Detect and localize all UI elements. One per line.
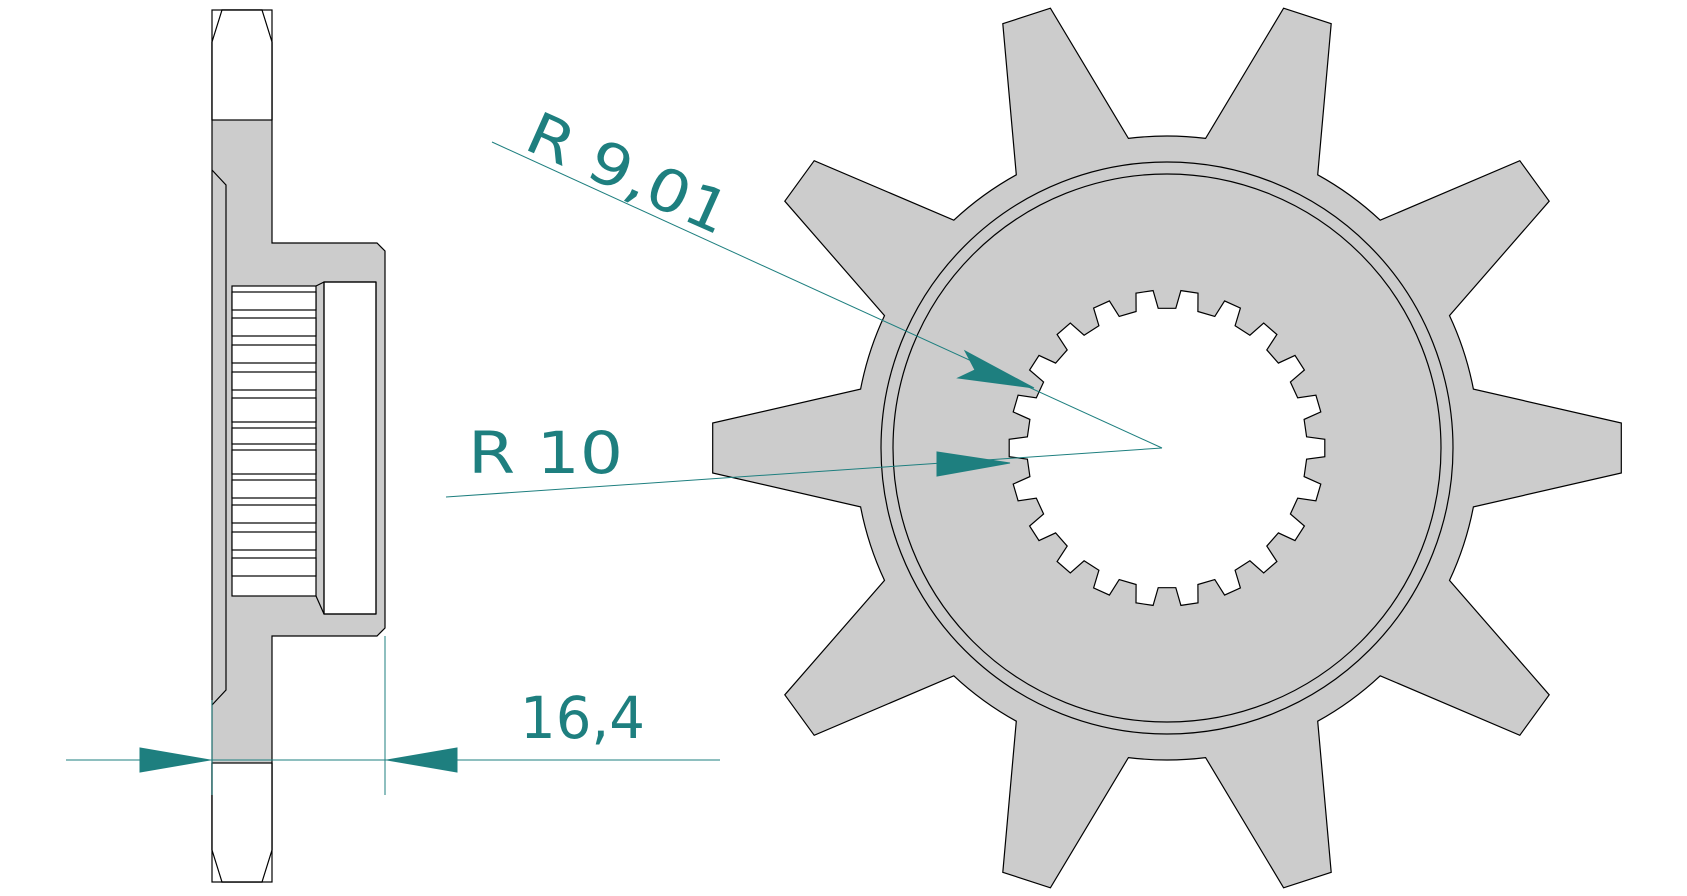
side-view-tooth-top bbox=[211, 9, 273, 121]
side-view-inner-line bbox=[211, 169, 227, 706]
r901-arrow bbox=[956, 349, 1035, 389]
r10-arrow bbox=[936, 451, 1011, 477]
front-view bbox=[712, 7, 1622, 889]
width-arrow-left bbox=[139, 747, 211, 773]
side-view bbox=[211, 9, 386, 883]
width-arrow-right bbox=[386, 747, 458, 773]
side-view-tooth-bottom bbox=[211, 762, 273, 883]
width-dimension-label: 16,4 bbox=[520, 684, 645, 752]
r901-label: R 9,01 bbox=[516, 99, 740, 249]
hub-ring-outer bbox=[880, 161, 1454, 735]
side-view-tooth-bottom-outline bbox=[211, 763, 273, 883]
r10-leader bbox=[445, 447, 1163, 498]
radius-dimensions bbox=[445, 141, 1163, 498]
side-view-tooth-top-outline bbox=[211, 9, 273, 120]
width-dimension bbox=[66, 636, 720, 795]
r10-label: R 10 bbox=[468, 419, 623, 487]
side-view-bore bbox=[323, 281, 377, 615]
side-view-spline-ribs bbox=[231, 291, 317, 577]
spline-bore bbox=[1008, 289, 1326, 607]
hub-ring-inner bbox=[892, 173, 1442, 723]
r901-leader bbox=[491, 141, 1163, 449]
